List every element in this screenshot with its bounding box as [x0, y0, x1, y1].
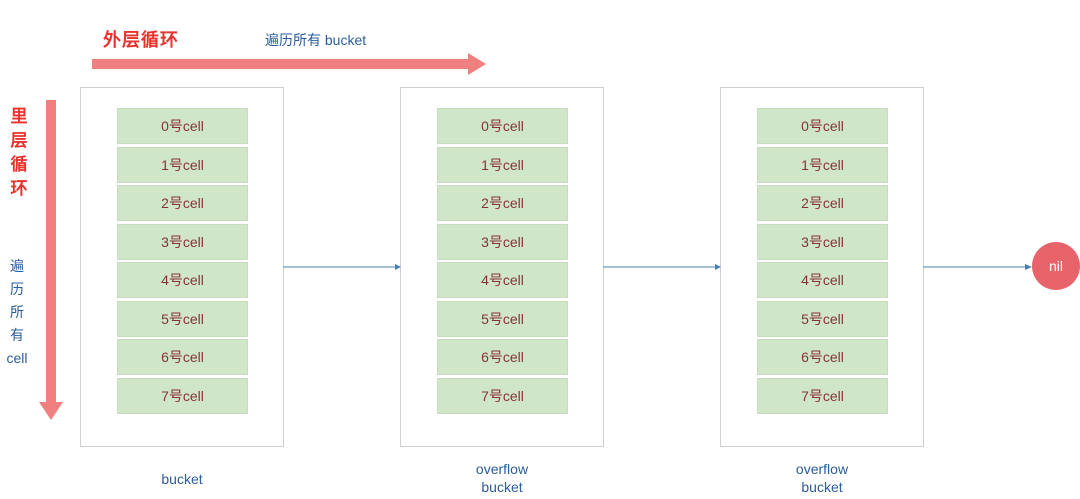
connector-arrow: [603, 264, 721, 270]
bucket-box: 0号cell 1号cell 2号cell 3号cell 4号cell 5号cel…: [80, 87, 284, 447]
cell: 0号cell: [117, 108, 248, 144]
cell: 2号cell: [437, 185, 568, 221]
bucket-label-line: overflow: [475, 461, 529, 477]
cell: 2号cell: [117, 185, 248, 221]
inner-loop-subtitle-char: cell: [6, 350, 28, 366]
cell: 3号cell: [117, 223, 248, 260]
inner-loop-subtitle: 遍 历 所 有 cell: [2, 255, 32, 370]
cell: 6号cell: [437, 339, 568, 375]
overflow-bucket-box: 0号cell 1号cell 2号cell 3号cell 4号cell 5号cel…: [400, 87, 604, 447]
cell: 4号cell: [117, 262, 248, 298]
cell-list: 0号cell 1号cell 2号cell 3号cell 4号cell 5号cel…: [437, 108, 568, 416]
cell: 1号cell: [757, 146, 888, 183]
cell: 1号cell: [437, 146, 568, 183]
connector-arrow: [923, 264, 1032, 270]
cell: 7号cell: [117, 377, 248, 414]
overflow-bucket-label: overflow bucket: [401, 460, 603, 496]
inner-loop-title-char: 循: [10, 155, 28, 174]
inner-loop-subtitle-char: 所: [10, 304, 24, 320]
inner-loop-title-char: 层: [10, 131, 28, 150]
overflow-bucket-box: 0号cell 1号cell 2号cell 3号cell 4号cell 5号cel…: [720, 87, 924, 447]
outer-loop-title: 外层循环: [103, 30, 179, 50]
cell-list: 0号cell 1号cell 2号cell 3号cell 4号cell 5号cel…: [117, 108, 248, 416]
cell-list: 0号cell 1号cell 2号cell 3号cell 4号cell 5号cel…: [757, 108, 888, 416]
nil-node: nil: [1032, 242, 1080, 290]
inner-loop-title-char: 环: [10, 179, 28, 198]
cell: 4号cell: [437, 262, 568, 298]
cell: 7号cell: [437, 377, 568, 414]
cell: 1号cell: [117, 146, 248, 183]
bucket-label: bucket: [81, 470, 283, 488]
bucket-label-line: bucket: [801, 479, 843, 495]
connector-arrow: [283, 264, 401, 270]
bucket-label-line: overflow: [795, 461, 849, 477]
cell: 5号cell: [757, 300, 888, 337]
inner-loop-arrow: [39, 100, 63, 420]
cell: 3号cell: [757, 223, 888, 260]
bucket-label-line: bucket: [481, 479, 523, 495]
outer-loop-subtitle: 遍历所有 bucket: [265, 32, 367, 48]
bucket-label-line: bucket: [161, 471, 203, 487]
inner-loop-title-char: 里: [10, 107, 28, 126]
cell: 0号cell: [437, 108, 568, 144]
inner-loop-title: 里 层 循 环: [8, 105, 30, 201]
cell: 6号cell: [117, 339, 248, 375]
cell: 2号cell: [757, 185, 888, 221]
inner-loop-subtitle-char: 遍: [10, 258, 24, 274]
cell: 4号cell: [757, 262, 888, 298]
cell: 5号cell: [437, 300, 568, 337]
cell: 7号cell: [757, 377, 888, 414]
outer-loop-arrow: [92, 53, 486, 75]
cell: 0号cell: [757, 108, 888, 144]
cell: 5号cell: [117, 300, 248, 337]
overflow-bucket-label: overflow bucket: [721, 460, 923, 496]
cell: 3号cell: [437, 223, 568, 260]
cell: 6号cell: [757, 339, 888, 375]
inner-loop-subtitle-char: 历: [10, 281, 24, 297]
inner-loop-subtitle-char: 有: [10, 327, 24, 343]
